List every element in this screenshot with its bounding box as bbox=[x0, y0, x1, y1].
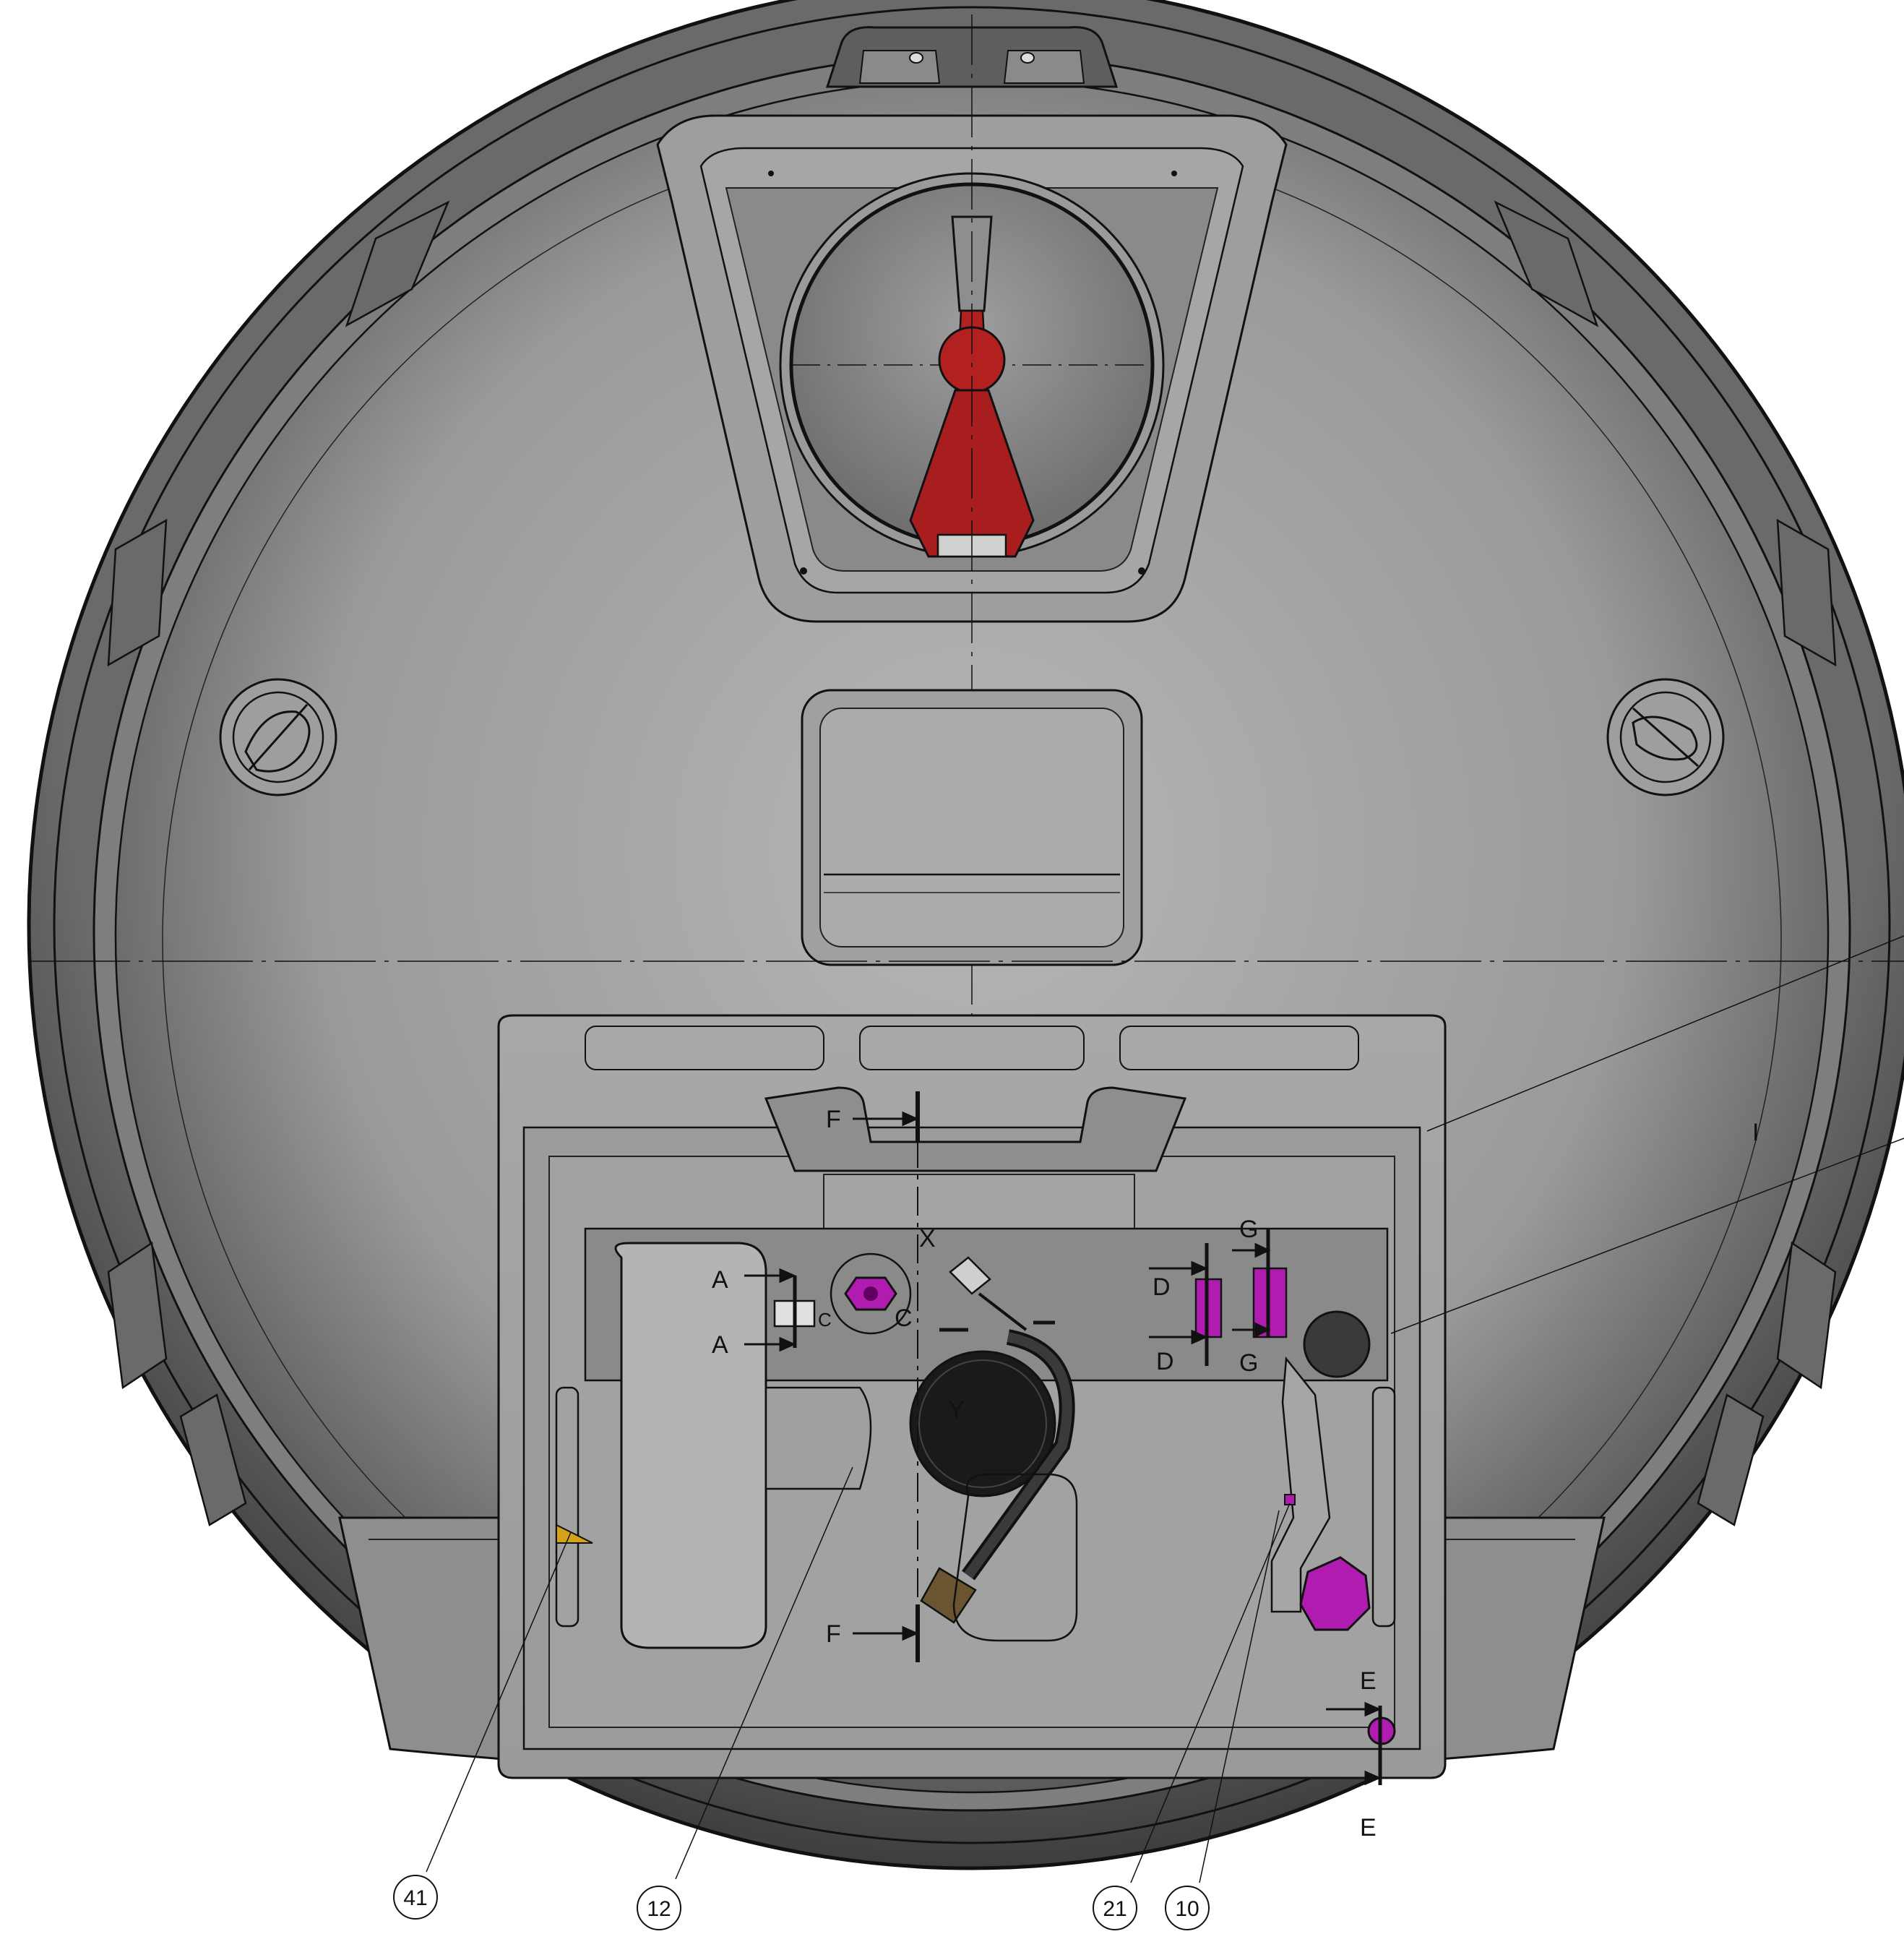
callout-12-label: 12 bbox=[647, 1897, 671, 1921]
section-label-a-bottom: A bbox=[712, 1331, 728, 1359]
section-label-d-top: D bbox=[1153, 1273, 1171, 1301]
section-label-f-top: F bbox=[826, 1106, 841, 1133]
right-cable-tray bbox=[1371, 1386, 1396, 1628]
callout-10: 10 bbox=[1165, 1886, 1210, 1930]
section-label-i: I bbox=[1752, 1119, 1759, 1146]
section-label-a-top: A bbox=[712, 1266, 728, 1294]
section-label-c-small: C bbox=[818, 1309, 832, 1331]
callout-41-label: 41 bbox=[403, 1886, 427, 1910]
section-label-x: X bbox=[919, 1225, 936, 1252]
section-label-g-top: G bbox=[1239, 1216, 1258, 1243]
section-label-e-bottom: E bbox=[1360, 1814, 1377, 1841]
callout-21: 21 bbox=[1093, 1886, 1137, 1930]
section-label-g-bottom: G bbox=[1239, 1349, 1258, 1377]
flex-hose bbox=[920, 1329, 1078, 1642]
middle-cover bbox=[801, 689, 1143, 966]
section-label-d-bottom: D bbox=[1156, 1348, 1174, 1375]
section-label-y: Y bbox=[948, 1396, 965, 1424]
blower-housing bbox=[614, 1242, 1056, 1649]
left-badge bbox=[219, 678, 337, 796]
right-badge bbox=[1606, 678, 1725, 796]
section-labels: F F A A C C X Y D D G G E E I bbox=[712, 1106, 1759, 1841]
section-arrows bbox=[744, 1111, 1382, 1786]
magenta-parts-right bbox=[1194, 1267, 1396, 1745]
side-ribs bbox=[107, 200, 1837, 1526]
section-label-f-bottom: F bbox=[826, 1620, 841, 1648]
left-cable-tray bbox=[555, 1386, 593, 1628]
callout-10-label: 10 bbox=[1175, 1897, 1199, 1921]
callout-12: 12 bbox=[637, 1886, 681, 1930]
section-label-e-top: E bbox=[1360, 1667, 1377, 1695]
section-label-c: C bbox=[895, 1305, 913, 1332]
leader-lines bbox=[426, 935, 1904, 1883]
callout-21-label: 21 bbox=[1103, 1897, 1127, 1921]
callout-41: 41 bbox=[393, 1875, 438, 1920]
cable-lead bbox=[949, 1256, 1028, 1331]
